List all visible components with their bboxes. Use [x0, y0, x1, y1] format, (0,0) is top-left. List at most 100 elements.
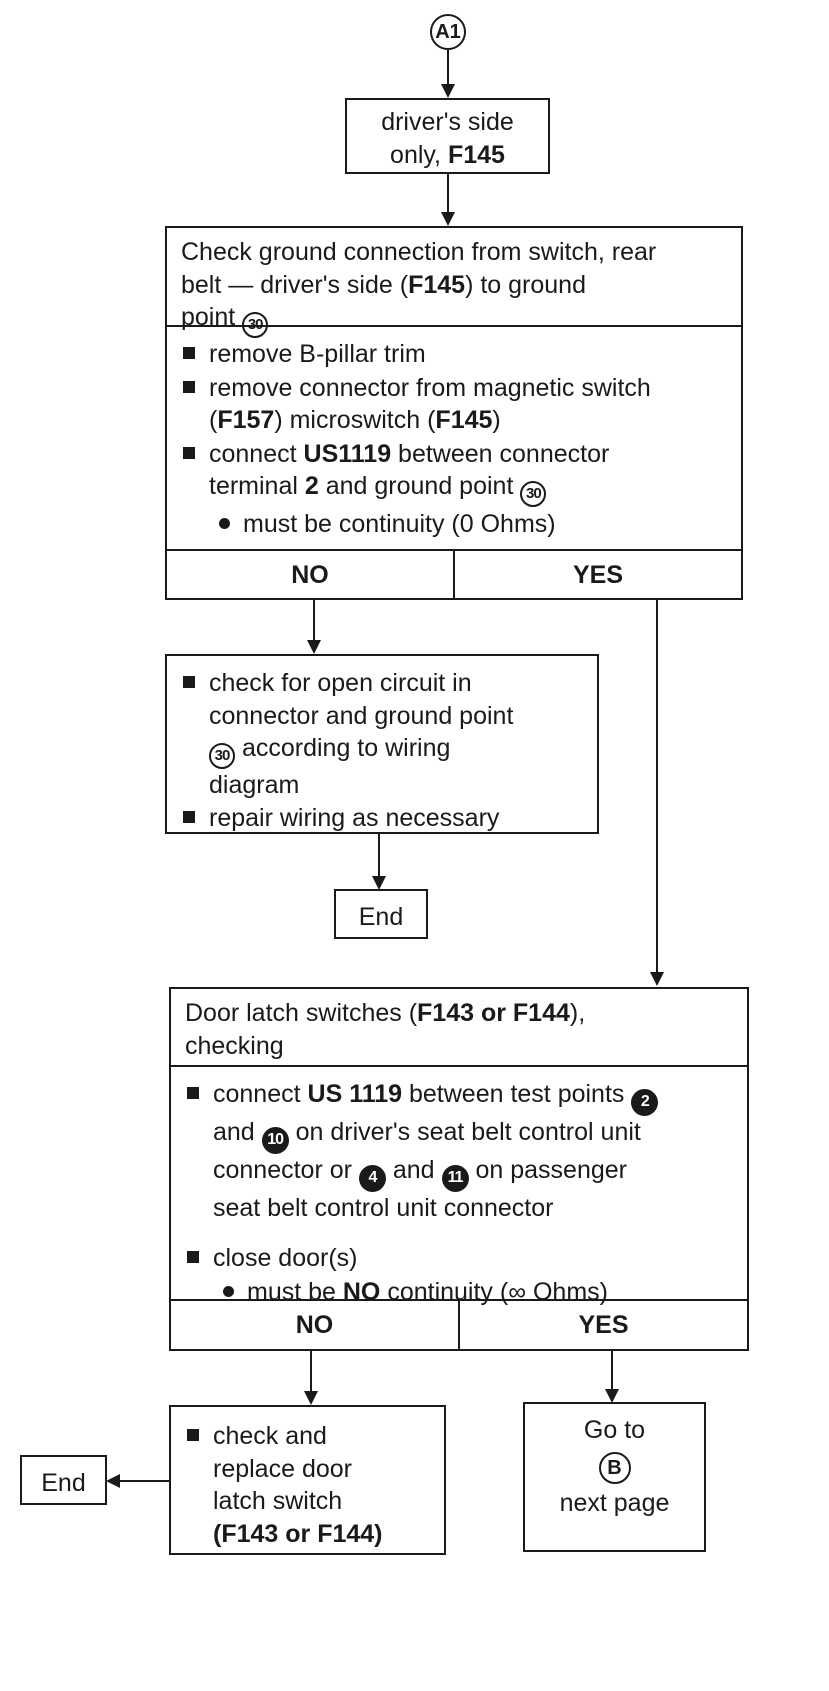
connector-line	[378, 834, 380, 878]
text: Go to	[583, 1416, 646, 1444]
text: (	[209, 406, 218, 434]
connector-line	[313, 600, 315, 642]
arrow-down-icon	[304, 1391, 318, 1405]
connector-line	[447, 50, 449, 88]
text: B	[525, 1450, 704, 1484]
list-item: close door(s)	[185, 1242, 733, 1275]
text: continuity (∞ Ohms)	[380, 1277, 608, 1306]
text: connect	[209, 439, 304, 468]
text: )	[492, 406, 501, 434]
text: and 10 on driver's seat belt control uni…	[213, 1116, 733, 1154]
list-item: remove connector from magnetic switch (F…	[181, 372, 727, 437]
arrow-left-icon	[106, 1474, 120, 1488]
step4-title-line2: checking	[185, 1031, 284, 1060]
text: must be	[247, 1277, 343, 1306]
step2-title-line3: point 30	[181, 301, 727, 338]
connector-line	[611, 1351, 613, 1391]
code: F157	[217, 406, 275, 434]
text: terminal 2 and ground point 30	[209, 470, 727, 507]
connector-line	[118, 1480, 169, 1482]
test-point-ref: 11	[441, 1164, 469, 1192]
text: connect	[213, 1080, 308, 1108]
step1-line2: only, F145	[347, 139, 548, 172]
step4-title: Door latch switches (F143 or F144), chec…	[171, 989, 747, 1067]
test-point-ref: 2	[631, 1088, 659, 1116]
text: according to wiring	[235, 734, 451, 762]
terminal-number: 2	[304, 472, 319, 500]
text: ) to ground	[465, 270, 586, 299]
ground-point-ref: 30	[242, 311, 269, 338]
step-check-open-circuit: check for open circuit in connector and …	[165, 654, 599, 834]
list-item: repair wiring as necessary	[181, 802, 583, 835]
test-point-ref: 4	[358, 1164, 386, 1192]
text: on driver's seat belt control unit	[288, 1117, 641, 1146]
text: point	[181, 303, 236, 331]
step2-items: remove B-pillar trim remove connector fr…	[167, 327, 741, 549]
node-b-ref: B	[598, 1451, 631, 1484]
step-check-ground-connection: Check ground connection from switch, rea…	[165, 226, 743, 600]
connector-line	[656, 600, 658, 974]
decision-yes: YES	[578, 1311, 629, 1339]
text: diagram	[209, 770, 300, 799]
step-drivers-side-only: driver's side only, F145	[345, 98, 550, 174]
text: connector or 4 and 11 on passenger	[213, 1154, 733, 1192]
text: connector or	[213, 1155, 352, 1184]
test-point-ref: 10	[261, 1126, 289, 1154]
text: connect US1119 between connector	[209, 438, 727, 471]
list-item: connect US1119 between connector termina…	[181, 438, 727, 507]
decision-no: NO	[171, 1301, 460, 1349]
text: (F157) microswitch (F145)	[209, 404, 727, 437]
tool-code: US1119	[303, 439, 392, 468]
step4-decision: NO YES	[171, 1299, 747, 1349]
text: between connector	[391, 439, 610, 468]
step4-items: connect US 1119 between test points 2 an…	[171, 1067, 747, 1306]
text: ),	[569, 999, 586, 1027]
end-box: End	[334, 889, 428, 939]
start-node-a1: A1	[430, 14, 466, 50]
step2-title-line2: belt — driver's side (F145) to ground	[181, 269, 727, 302]
step4-title-line1: Door latch switches (F143 or F144),	[185, 997, 733, 1030]
decision-no: NO	[167, 551, 455, 600]
text: check and	[213, 1422, 327, 1450]
text: seat belt control unit connector	[213, 1193, 554, 1222]
ground-point-ref: 30	[520, 480, 547, 507]
list-item: remove B-pillar trim	[181, 338, 727, 371]
step1-text: only,	[390, 140, 448, 169]
connector-line	[447, 174, 449, 214]
decision-yes: YES	[572, 561, 624, 589]
arrow-down-icon	[372, 876, 386, 890]
code: (F143 or F144)	[213, 1519, 383, 1548]
arrow-down-icon	[441, 84, 455, 98]
goto-next-page-box: Go to B next page	[523, 1402, 706, 1552]
text: next page	[559, 1488, 670, 1517]
tool-code: US 1119	[307, 1080, 403, 1108]
sub-item: must be NO continuity (∞ Ohms)	[185, 1276, 733, 1309]
ground-point-ref: 30	[209, 742, 235, 769]
list-item: check for open circuit in connector and …	[181, 667, 583, 801]
code: F145	[435, 406, 493, 434]
step2-decision: NO YES	[167, 549, 741, 600]
step2-title-line1: Check ground connection from switch, rea…	[181, 238, 657, 266]
step2-title: Check ground connection from switch, rea…	[167, 228, 741, 338]
sub-item: must be continuity (0 Ohms)	[181, 508, 727, 541]
end-box: End	[20, 1455, 107, 1505]
text: connect US 1119 between test points 2	[213, 1078, 733, 1116]
text: and ground point	[318, 472, 514, 500]
step1-code: F145	[447, 140, 505, 169]
arrow-down-icon	[650, 972, 664, 986]
emphasis: NO	[342, 1277, 381, 1306]
code: F143 or F144	[417, 999, 570, 1027]
text: replace door	[213, 1454, 352, 1483]
text: belt — driver's side (	[181, 270, 409, 299]
arrow-down-icon	[307, 640, 321, 654]
text: 30 according to wiring	[209, 732, 583, 769]
step-door-latch-switches: Door latch switches (F143 or F144), chec…	[169, 987, 749, 1351]
text: ) microswitch (	[274, 406, 436, 434]
text: check for open circuit in	[209, 669, 472, 697]
arrow-down-icon	[605, 1389, 619, 1403]
text: and	[385, 1155, 435, 1184]
list-item: check and replace door latch switch (F14…	[185, 1420, 430, 1550]
text: Door latch switches (	[185, 999, 418, 1027]
code: F145	[408, 270, 466, 299]
connector-line	[310, 1351, 312, 1393]
